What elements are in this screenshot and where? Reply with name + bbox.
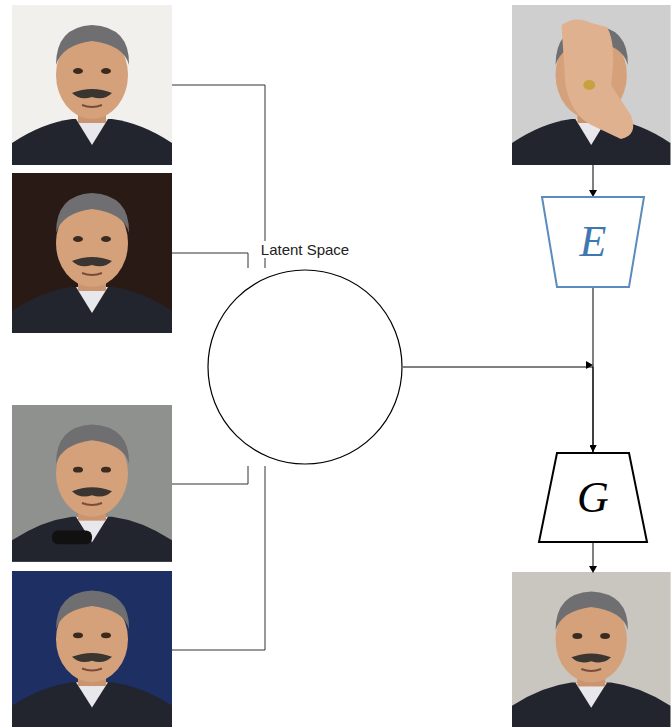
- occluded-face-photo: [512, 5, 670, 165]
- arrow-head: [589, 566, 597, 573]
- leader-line: [172, 253, 248, 268]
- generator-trapezoid: G: [538, 452, 648, 543]
- latent-space-circle-outline: [207, 269, 403, 465]
- output-arrow: [593, 543, 594, 567]
- node-heading: Latent Space: [259, 241, 351, 258]
- node-letter: G: [577, 476, 609, 520]
- face-photo: [12, 173, 172, 333]
- face-photo: [12, 571, 172, 727]
- face-photo: [12, 405, 172, 562]
- arrow-head: [589, 190, 597, 197]
- leader-line: [172, 466, 265, 650]
- junction-arrow-head: [586, 361, 593, 369]
- connector-arrow: [403, 367, 593, 452]
- input-arrow: [593, 165, 594, 191]
- leader-line: [172, 466, 248, 484]
- face-photo: [12, 5, 172, 165]
- reconstructed-face-photo: [512, 572, 670, 727]
- encoder-trapezoid: E: [541, 196, 645, 288]
- node-letter: E: [580, 220, 607, 264]
- leader-line: [172, 85, 265, 268]
- latent-space-circle: Latent Space: [207, 269, 403, 465]
